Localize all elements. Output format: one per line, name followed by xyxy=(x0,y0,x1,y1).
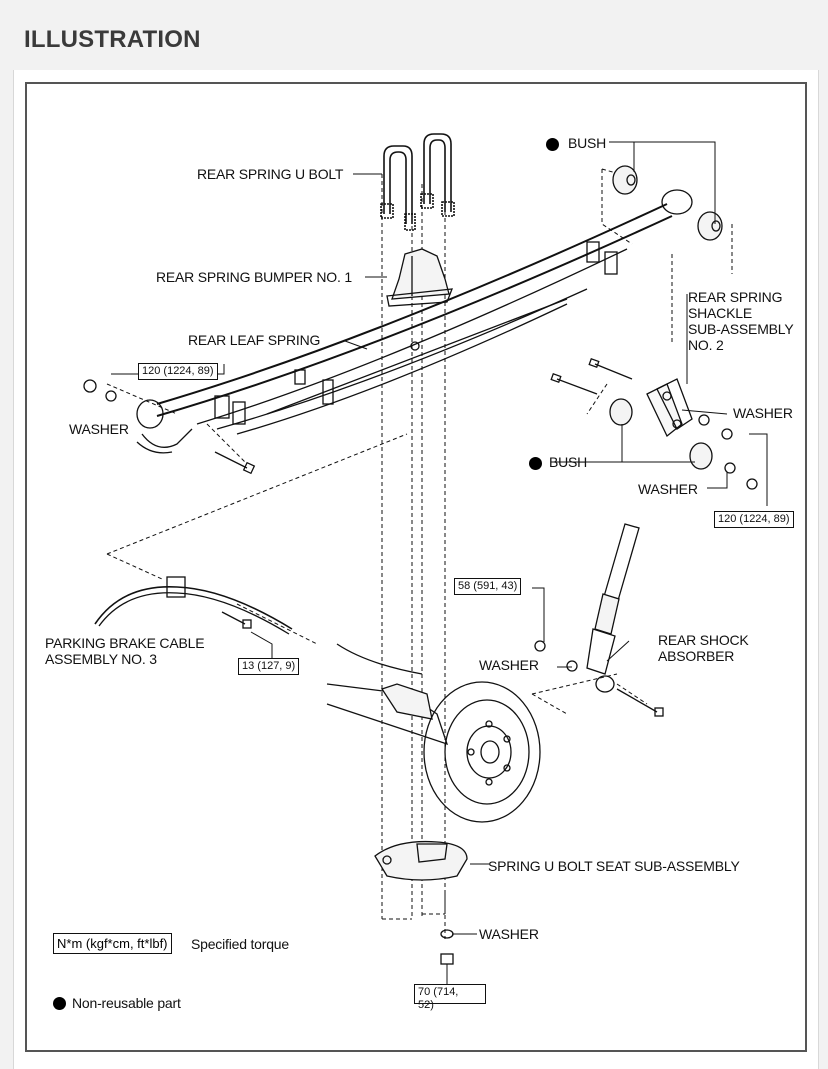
parts-diagram: REAR SPRING U BOLT REAR SPRING BUMPER NO… xyxy=(25,82,807,1052)
washer-shackle-label: WASHER xyxy=(733,405,793,421)
alignment-lines xyxy=(106,168,733,939)
leaf-spring-drawing xyxy=(136,189,693,454)
leaf-spring-label: REAR LEAF SPRING xyxy=(188,332,321,348)
u-bolt-label: REAR SPRING U BOLT xyxy=(197,166,344,182)
shackle-label-line2: SHACKLE xyxy=(688,305,752,321)
left-hardware-drawing xyxy=(83,379,256,475)
seat-label: SPRING U BOLT SEAT SUB-ASSEMBLY xyxy=(488,858,740,874)
torque-shock-upper: 58 (591, 43) xyxy=(454,578,522,595)
leader-lines xyxy=(111,141,768,984)
shackle-label-line3: SUB-ASSEMBLY xyxy=(688,321,794,337)
washer-mid-label: WASHER xyxy=(638,481,698,497)
torque-right-shackle: 120 (1224, 89) xyxy=(714,511,794,528)
legend-nonreusable-icon xyxy=(53,997,66,1010)
bush-top-nonreusable-icon xyxy=(546,138,559,151)
legend-nonreusable-text: Non-reusable part xyxy=(72,995,181,1011)
torque-u-bolt-nut: 70 (714, 52) xyxy=(414,984,486,1011)
shock-label-line1: REAR SHOCK xyxy=(658,632,749,648)
washer-bottom-label: WASHER xyxy=(479,926,539,942)
parking-cable-label-line2: ASSEMBLY NO. 3 xyxy=(45,651,157,667)
torque-u-bolt-nut-line1: 70 (714, xyxy=(418,986,459,998)
u-bolt-drawing xyxy=(380,133,455,231)
parking-cable-drawing xyxy=(94,576,293,635)
washer-shock-label: WASHER xyxy=(479,657,539,673)
exploded-view-drawing xyxy=(83,133,768,984)
bush-mid-label: BUSH xyxy=(549,454,588,470)
bush-top-label: BUSH xyxy=(568,135,607,151)
legend-torque-text: Specified torque xyxy=(191,936,289,952)
shock-absorber-drawing xyxy=(534,523,664,717)
shackle-label-line1: REAR SPRING xyxy=(688,289,783,305)
torque-left-front: 120 (1224, 89) xyxy=(138,363,218,380)
torque-cable: 13 (127, 9) xyxy=(238,658,300,675)
axle-drum-drawing xyxy=(326,643,541,823)
legend-torque-box: N*m (kgf*cm, ft*lbf) xyxy=(53,933,172,954)
shackle-drawing xyxy=(550,357,758,490)
washer-left-label: WASHER xyxy=(69,421,129,437)
u-bolt-seat-drawing xyxy=(374,840,468,965)
shackle-label-line4: NO. 2 xyxy=(688,337,724,353)
bumper-drawing xyxy=(386,248,453,307)
bush-mid-nonreusable-icon xyxy=(529,457,542,470)
bumper-label: REAR SPRING BUMPER NO. 1 xyxy=(156,269,352,285)
page-title: ILLUSTRATION xyxy=(24,26,201,53)
shock-label-line2: ABSORBER xyxy=(658,648,735,664)
bush-top-drawing xyxy=(612,165,723,241)
parking-cable-label-line1: PARKING BRAKE CABLE xyxy=(45,635,205,651)
torque-u-bolt-nut-line2: 52) xyxy=(418,999,434,1011)
